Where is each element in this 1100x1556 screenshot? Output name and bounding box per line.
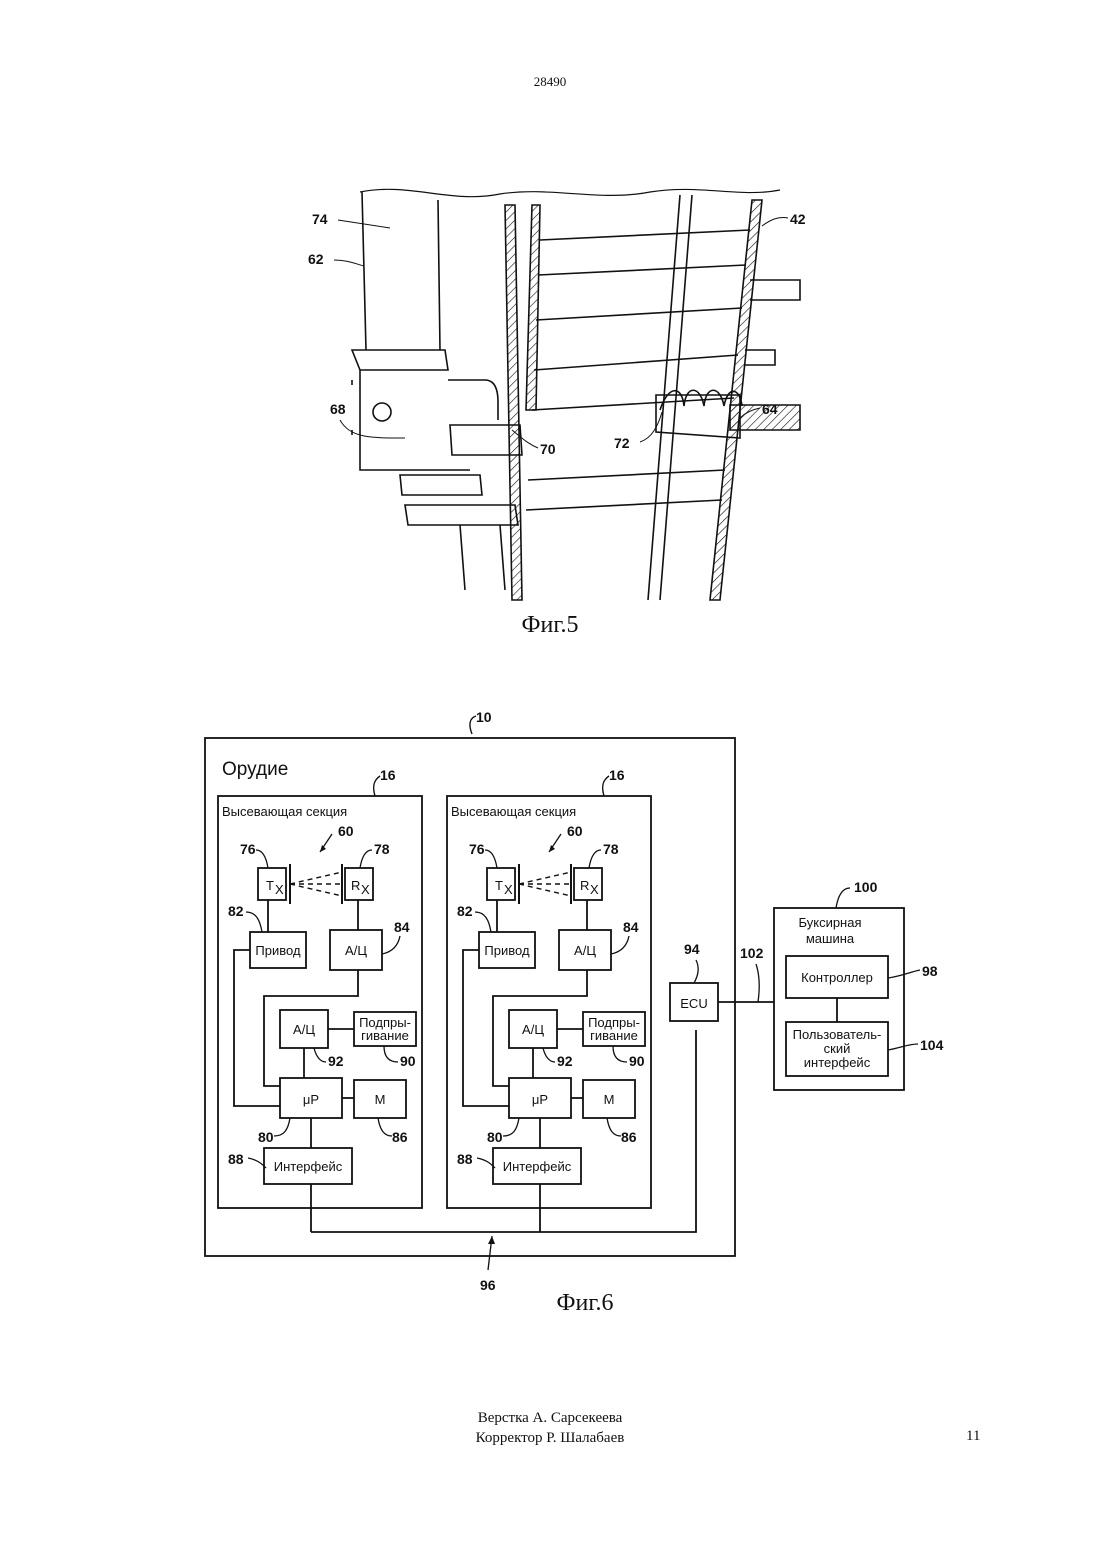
interface-ref: 88: [228, 1151, 244, 1167]
ui-ref: 104: [920, 1037, 944, 1053]
implement-title: Орудие: [222, 759, 288, 780]
drive-label: Привод: [484, 943, 530, 958]
seed-tube-drawing: [352, 189, 800, 600]
memory-label: M: [375, 1092, 386, 1107]
document-number: 28490: [0, 74, 1100, 90]
corrector-credit: Корректор Р. Шалабаев: [0, 1428, 1100, 1448]
controller-ref: 98: [922, 963, 938, 979]
drive-ref: 82: [457, 903, 473, 919]
seeding-section-2-box: [447, 796, 651, 1208]
ecu-label: ECU: [680, 996, 707, 1011]
adc-2-label: А/Ц: [522, 1022, 544, 1037]
bounce-ref: 90: [400, 1053, 416, 1069]
page-number: 11: [966, 1428, 980, 1445]
seeding-section-1: Высевающая секция 16 60 T X 76 R X 78 Пр…: [222, 767, 416, 1232]
beam-ref: 60: [338, 823, 354, 839]
tractor-title-line2: машина: [806, 931, 855, 946]
microprocessor-label: μP: [303, 1092, 319, 1107]
memory-ref: 86: [392, 1129, 408, 1145]
adc-1-label: А/Ц: [574, 943, 596, 958]
bounce-ref: 90: [629, 1053, 645, 1069]
transmitter-sub: X: [275, 882, 284, 897]
bounce-label-line2: гивание: [361, 1028, 409, 1043]
ref-label-72: 72: [614, 435, 630, 451]
tractor-ref: 100: [854, 879, 878, 895]
adc-2-ref: 92: [328, 1053, 344, 1069]
bus-ref: 96: [480, 1277, 496, 1293]
interface-label: Интерфейс: [274, 1159, 343, 1174]
controller-label: Контроллер: [801, 970, 873, 985]
bounce-label-line2: гивание: [590, 1028, 638, 1043]
transmitter-ref: 76: [469, 841, 485, 857]
transmitter-ref: 76: [240, 841, 256, 857]
transmitter-label: T: [266, 878, 274, 893]
ref-label-70: 70: [540, 441, 556, 457]
ref-label-74: 74: [312, 211, 328, 227]
receiver-label: R: [580, 878, 589, 893]
interface-label: Интерфейс: [503, 1159, 572, 1174]
tractor-title-line1: Буксирная: [798, 915, 861, 930]
section-title: Высевающая секция: [451, 804, 576, 819]
credits: Верстка А. Сарсекеева Корректор Р. Шалаб…: [0, 1408, 1100, 1448]
ref-label-68: 68: [330, 401, 346, 417]
adc-2-label: А/Ц: [293, 1022, 315, 1037]
section-title: Высевающая секция: [222, 804, 347, 819]
figure-6-caption: Фиг.6: [510, 1290, 660, 1317]
section-ref: 16: [380, 767, 396, 783]
figure-5-caption: Фиг.5: [0, 612, 1100, 639]
receiver-ref: 78: [374, 841, 390, 857]
receiver-sub: X: [361, 882, 370, 897]
receiver-sub: X: [590, 882, 599, 897]
transmitter-label: T: [495, 878, 503, 893]
seeding-section-1-box: [218, 796, 422, 1208]
ref-label-64: 64: [762, 401, 778, 417]
figure-6-block-diagram: Орудие 10 Высевающая секция 16 60 T X 76…: [170, 700, 970, 1300]
ref-label-42: 42: [790, 211, 806, 227]
adc-1-label: А/Ц: [345, 943, 367, 958]
seeding-section-2: Высевающая секция 16 60 T X 76 R X 78 Пр…: [451, 767, 645, 1232]
ui-label-line2: ский: [824, 1041, 851, 1056]
memory-ref: 86: [621, 1129, 637, 1145]
figure-5-drawing: 74 62 42 68 70 72 64: [300, 180, 810, 610]
adc-2-ref: 92: [557, 1053, 573, 1069]
transmitter-sub: X: [504, 882, 513, 897]
section-ref: 16: [609, 767, 625, 783]
microprocessor-ref: 80: [487, 1129, 503, 1145]
microprocessor-label: μP: [532, 1092, 548, 1107]
interface-ref: 88: [457, 1151, 473, 1167]
memory-label: M: [604, 1092, 615, 1107]
implement-ref: 10: [476, 709, 492, 725]
receiver-ref: 78: [603, 841, 619, 857]
microprocessor-ref: 80: [258, 1129, 274, 1145]
drive-ref: 82: [228, 903, 244, 919]
drive-label: Привод: [255, 943, 301, 958]
ecu-ref: 94: [684, 941, 700, 957]
beam-ref: 60: [567, 823, 583, 839]
layout-credit: Верстка А. Сарсекеева: [0, 1408, 1100, 1428]
link-ref: 102: [740, 945, 764, 961]
ref-label-62: 62: [308, 251, 324, 267]
adc-1-ref: 84: [623, 919, 639, 935]
adc-1-ref: 84: [394, 919, 410, 935]
ui-label-line3: интерфейс: [804, 1055, 871, 1070]
receiver-label: R: [351, 878, 360, 893]
ui-label-line1: Пользователь-: [793, 1027, 882, 1042]
